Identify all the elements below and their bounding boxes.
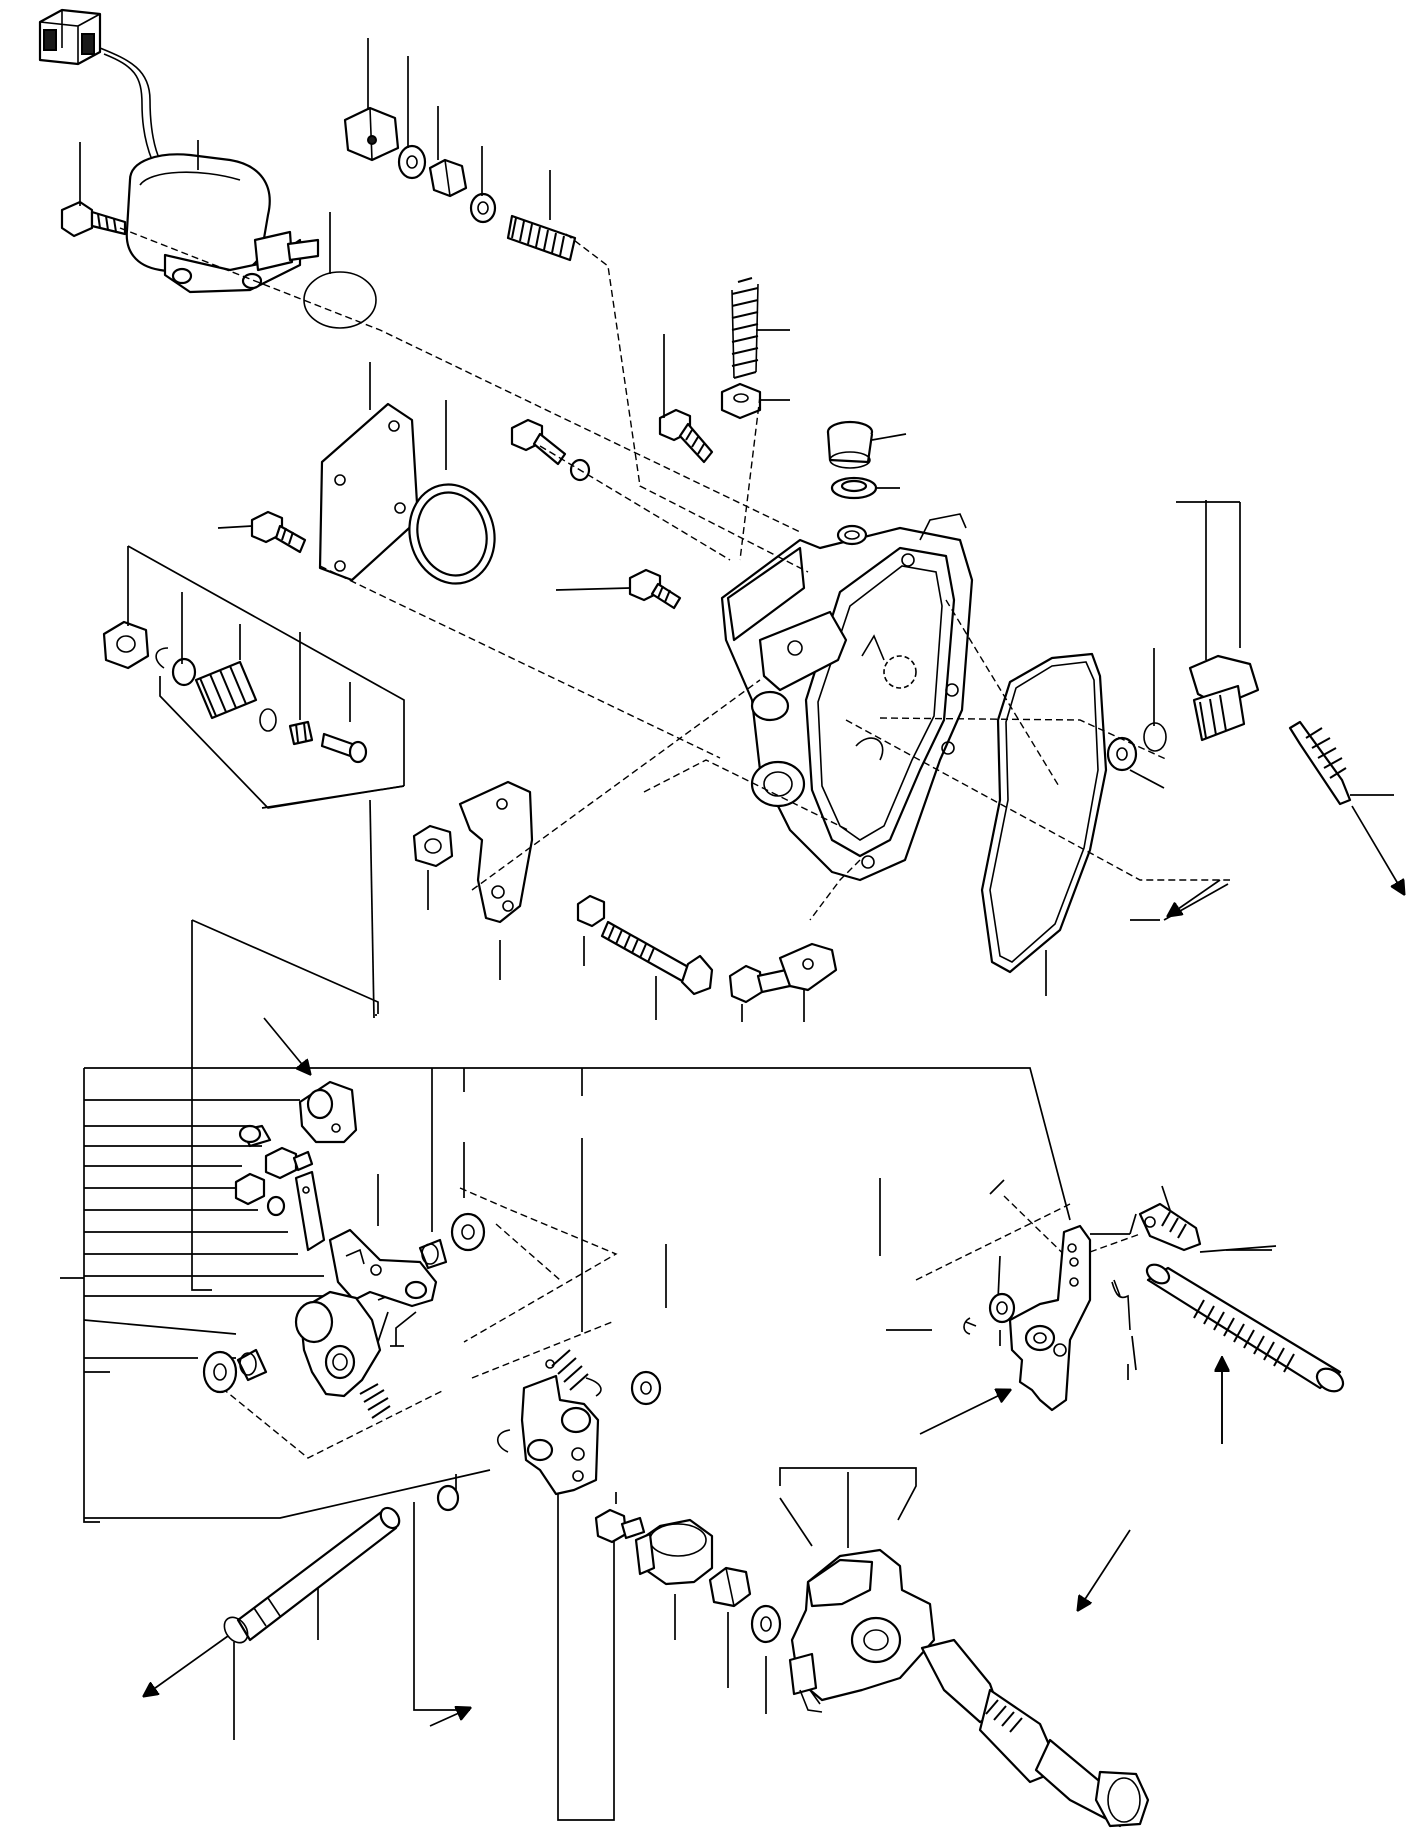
adjusting-bolt-long (600, 920, 714, 996)
bushing-lower (418, 1238, 448, 1270)
bolt-small-2 (234, 1172, 266, 1206)
nut-small-lever (576, 894, 606, 928)
bolt-center-1 (510, 418, 567, 466)
clip-bracket (778, 942, 838, 992)
connector-plug (38, 8, 102, 66)
washer-small (266, 1195, 286, 1217)
o-ring-shaft (223, 1616, 249, 1644)
nut-spring (720, 382, 762, 420)
washer-top-1 (397, 144, 427, 180)
fitting-bolt-top (343, 106, 400, 162)
lever-right-lower (1008, 1224, 1092, 1412)
spring-center (545, 1349, 602, 1397)
leader-lines-upper (79, 38, 1394, 1022)
pin-left-stack (320, 732, 368, 764)
spring-small-lever (359, 1383, 391, 1419)
bushing-left (236, 1348, 268, 1382)
nut-lever (412, 824, 454, 868)
bolt-gasket-left (250, 510, 307, 554)
washer-top-2 (469, 192, 497, 224)
nut-lower (708, 1566, 752, 1608)
bolt-small-1 (264, 1146, 314, 1180)
washer-lower-3 (750, 1604, 782, 1644)
nut-top (428, 158, 468, 198)
bolt-center-2 (628, 568, 682, 610)
washer-center-2 (630, 1370, 662, 1406)
bolt-lower-center (594, 1508, 646, 1544)
lever-shaft-right (1188, 654, 1260, 742)
lever-arm-main (328, 1228, 438, 1308)
clip-right-lower (963, 1317, 977, 1335)
nut-left-stack (102, 620, 150, 670)
governor-housing (720, 513, 974, 882)
washer-left-stack (171, 657, 197, 687)
washer-right-lower (988, 1292, 1016, 1324)
solenoid-body (125, 153, 320, 294)
drain-plug (826, 420, 874, 469)
lever-pin-right (1138, 1202, 1202, 1252)
bolt-cover-upper (658, 408, 714, 464)
ring-seal (408, 483, 496, 585)
spring-vertical (731, 277, 759, 379)
washer-plug (830, 476, 878, 500)
washer-right (1106, 736, 1138, 772)
alignment-lines-upper (119, 227, 1230, 921)
gasket-plate (318, 402, 420, 582)
snap-ring-center (496, 1429, 511, 1453)
pin-short (238, 1124, 272, 1148)
lever-plate-top (298, 1080, 358, 1144)
lever-boss-main (294, 1290, 382, 1398)
cover-gasket (980, 652, 1108, 974)
washer-lower-2 (202, 1350, 238, 1394)
shaft-lower (236, 1506, 401, 1642)
bolt-solenoid-mount (60, 200, 127, 238)
washer-left-stack-2 (259, 708, 277, 732)
shaft-right-lower (1145, 1263, 1345, 1393)
bracket-lever (458, 780, 534, 924)
wire-harness (99, 47, 161, 161)
stopper-left-stack (288, 720, 314, 746)
spring-right (1288, 720, 1352, 806)
control-cable (920, 1638, 1150, 1828)
speed-lever-assembly (788, 1548, 936, 1713)
adjusting-screw-top (506, 214, 577, 262)
spring-left-stack (194, 660, 258, 720)
link-plate (294, 1170, 326, 1252)
snap-ring-left (155, 647, 169, 669)
cotter-pin (1111, 1279, 1131, 1331)
o-ring-solenoid (303, 271, 377, 329)
solenoid-assembly (38, 8, 320, 294)
washer-lower-1 (450, 1212, 486, 1252)
damper-cap (634, 1518, 714, 1586)
washer-shaft (436, 1484, 460, 1512)
o-ring-right (1143, 722, 1167, 752)
bolt-bracket (728, 964, 792, 1004)
alignment-lines-lower (221, 1187, 1141, 1459)
lever-center (520, 1374, 600, 1496)
